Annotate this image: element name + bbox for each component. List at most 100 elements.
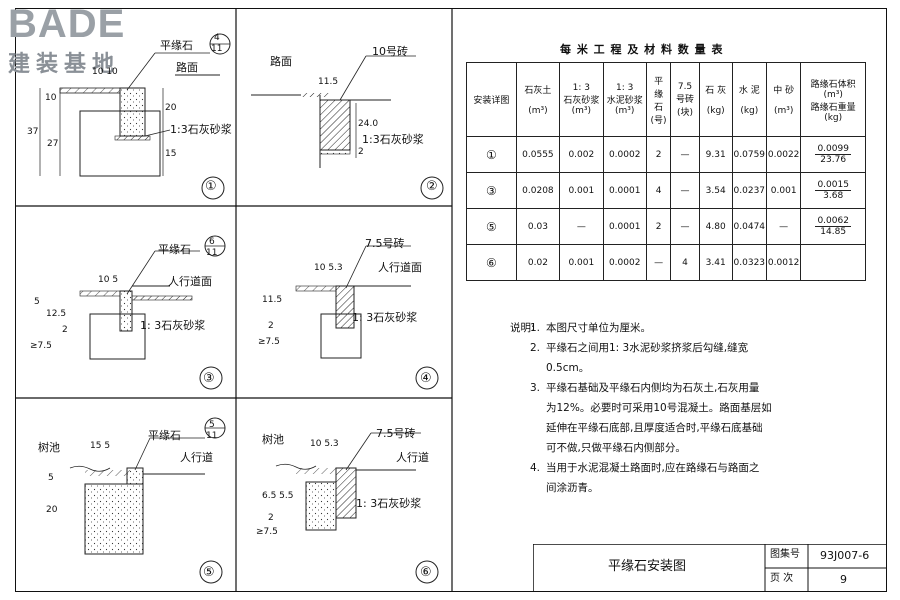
detail-6-drawing bbox=[275, 432, 439, 584]
note-3-cont-3: 可不做,只做平缘石内侧部分。 bbox=[546, 442, 686, 454]
note-3-cont-2: 延伸在平缘石底部,且厚度适合时,平缘石底基础 bbox=[546, 422, 763, 434]
detail-1-callout-bottom: 11 bbox=[211, 44, 223, 54]
detail-6-dim-l3: 2 bbox=[268, 513, 274, 523]
detail-5-number: ⑤ bbox=[203, 565, 215, 580]
table-cell-sand: 0.0012 bbox=[765, 244, 802, 281]
table-cell-cement: 0.0759 bbox=[731, 136, 767, 173]
header-stone-volume-weight: 路缘石体积(m³)路缘石重量(kg) bbox=[800, 62, 866, 137]
table-cell-cement: 0.0323 bbox=[731, 244, 767, 281]
table-cell-sand: 0.001 bbox=[765, 172, 802, 209]
detail-3-dim-l4: 2 bbox=[62, 325, 68, 335]
detail-2-mortar-label: 1:3石灰砂浆 bbox=[362, 133, 424, 146]
detail-3-callout-bottom: 11 bbox=[206, 248, 218, 258]
table-cell-sand: 0.0022 bbox=[765, 136, 802, 173]
detail-4-drawing bbox=[295, 245, 439, 390]
drawing-frame bbox=[15, 8, 887, 592]
detail-5-drawing bbox=[69, 417, 226, 584]
detail-1-road-label: 路面 bbox=[176, 61, 198, 74]
table-cell-lime: 4.80 bbox=[698, 208, 733, 245]
table-cell-cement-mortar: 0.0002 bbox=[602, 136, 647, 173]
table-cell-volume-weight bbox=[800, 244, 866, 281]
table-cell-stone: 2 bbox=[645, 136, 672, 173]
table-cell-cement-mortar: 0.0001 bbox=[602, 172, 647, 209]
note-2: 2.平缘石之间用1: 3水泥砂浆挤浆后勾缝,缝宽 bbox=[530, 342, 749, 354]
table-cell-lime-soil: 0.02 bbox=[515, 244, 561, 281]
detail-6-number: ⑥ bbox=[420, 565, 432, 580]
detail-2-dim-r1: 24.0 bbox=[358, 119, 379, 129]
detail-3-drawing bbox=[79, 235, 226, 390]
detail-5-dim-l1: 5 bbox=[48, 473, 54, 483]
table-cell-lime-mortar: 0.001 bbox=[559, 172, 604, 209]
table-cell-brick: 4 bbox=[670, 244, 700, 281]
header-stone: 平缘石(号) bbox=[645, 62, 672, 137]
weight-value: 14.85 bbox=[820, 227, 847, 237]
header-sand: 中 砂(m³) bbox=[765, 62, 802, 137]
volume-value: 0.0099 bbox=[815, 144, 851, 155]
table-cell-stone: 4 bbox=[645, 172, 672, 209]
detail-4-mortar-label: 1: 3石灰砂浆 bbox=[352, 311, 418, 324]
note-4: 4.当用于水泥混凝土路面时,应在路缘石与路面之 bbox=[530, 462, 760, 474]
detail-2-dim-r2: 2 bbox=[358, 147, 364, 157]
detail-1-number: ① bbox=[205, 179, 217, 194]
detail-1-stone-label: 平缘石 bbox=[160, 39, 193, 52]
table-cell-lime-soil: 0.0208 bbox=[515, 172, 561, 209]
table-cell-detail: ① bbox=[466, 136, 517, 173]
detail-6-dim-l2: ≥7.5 bbox=[256, 527, 278, 537]
note-4-cont: 间涂沥青。 bbox=[546, 482, 599, 494]
page-label: 页 次 bbox=[770, 573, 794, 584]
detail-1-drawing bbox=[39, 33, 231, 200]
atlas-number: 93J007-6 bbox=[820, 549, 870, 562]
detail-3-number: ③ bbox=[203, 371, 215, 386]
detail-4-dim-top: 10 5.3 bbox=[314, 263, 343, 273]
note-3-cont-1: 为12%。必要时可采用10号混凝土。路面基层如 bbox=[546, 402, 772, 414]
header-cement: 水 泥(kg) bbox=[731, 62, 767, 137]
detail-1-dim-l2: 37 bbox=[27, 127, 39, 137]
detail-4-dim-l3: 2 bbox=[268, 321, 274, 331]
detail-2-drawing bbox=[251, 55, 444, 200]
weight-value: 23.76 bbox=[820, 155, 847, 165]
note-3: 3.平缘石基础及平缘石内侧均为石灰土,石灰用量 bbox=[530, 382, 760, 394]
detail-3-mortar-label: 1: 3石灰砂浆 bbox=[140, 319, 206, 332]
detail-1-dim-top: 10 10 bbox=[92, 67, 118, 77]
table-cell-brick: — bbox=[670, 136, 700, 173]
detail-5-dim-l2: 20 bbox=[46, 505, 58, 515]
header-lime: 石 灰(kg) bbox=[698, 62, 733, 137]
table-cell-lime-mortar: 0.002 bbox=[559, 136, 604, 173]
detail-4-dim-l1: 11.5 bbox=[262, 295, 283, 305]
table-title: 每 米 工 程 及 材 料 数 量 表 bbox=[560, 43, 724, 56]
detail-6-walk-label: 人行道 bbox=[396, 451, 429, 464]
detail-3-callout-top: 6 bbox=[209, 237, 215, 247]
logo-subtitle: 建装基地 bbox=[8, 52, 121, 77]
detail-1-mortar-label: 1:3石灰砂浆 bbox=[170, 123, 232, 136]
table-cell-detail: ⑤ bbox=[466, 208, 517, 245]
page-number: 9 bbox=[840, 573, 847, 586]
detail-3-dim-l1: 5 bbox=[34, 297, 40, 307]
table-cell-cement: 0.0474 bbox=[731, 208, 767, 245]
detail-2-number: ② bbox=[426, 179, 438, 194]
note-1: 1.本图尺寸单位为厘米。 bbox=[530, 322, 651, 334]
table-cell-lime-mortar: — bbox=[559, 208, 604, 245]
detail-1-dim-r1: 20 bbox=[165, 103, 177, 113]
header-lime-soil: 石灰土(m³) bbox=[515, 62, 561, 137]
detail-1-dim-r2: 15 bbox=[165, 149, 177, 159]
detail-6-brick-label: 7.5号砖 bbox=[376, 427, 416, 440]
table-cell-cement-mortar: 0.0002 bbox=[602, 244, 647, 281]
drawing-title: 平缘石安装图 bbox=[608, 559, 687, 574]
detail-3-dim-l2: 12.5 bbox=[46, 309, 67, 319]
table-cell-lime-soil: 0.03 bbox=[515, 208, 561, 245]
detail-5-walk-label: 人行道 bbox=[180, 451, 213, 464]
detail-6-dim-l1: 6.5 5.5 bbox=[262, 491, 294, 501]
detail-5-pool-label: 树池 bbox=[38, 441, 60, 454]
detail-5-callout-top: 5 bbox=[209, 420, 215, 430]
logo-text: BADE bbox=[8, 2, 126, 46]
detail-1-callout-top: 4 bbox=[214, 33, 220, 43]
notes-lead: 说明: bbox=[510, 322, 535, 334]
